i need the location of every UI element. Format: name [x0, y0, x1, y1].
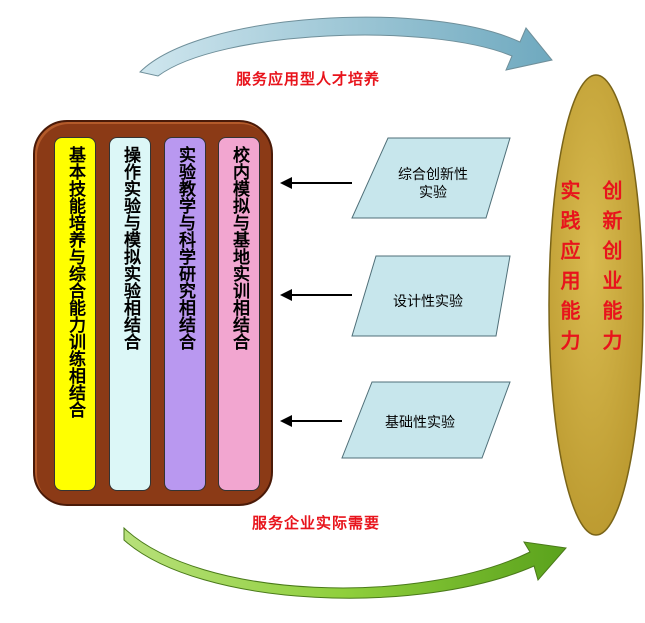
column-campus-base-training: 校内模拟与基地实训相结合 — [218, 137, 260, 491]
practical-ability-text: 实践应用能力 — [557, 180, 581, 360]
basic-experiment-label: 基础性实验 — [385, 415, 455, 431]
innovative-experiment-line1: 综合创新性 — [398, 167, 468, 183]
bottom-curved-arrow — [123, 526, 567, 599]
arrow-innovative-to-panel — [280, 177, 352, 189]
column-operation-simulation-text: 操作实验与模拟实验相结合 — [120, 146, 140, 350]
bottom-caption: 服务企业实际需要 — [252, 514, 381, 532]
arrow-basic-to-panel — [280, 415, 342, 427]
innovative-experiment-line2: 实验 — [419, 185, 447, 201]
column-basic-skills-text: 基本技能培养与综合能力训练相结合 — [65, 146, 85, 418]
top-curved-arrow — [139, 16, 553, 77]
column-campus-base-training-text: 校内模拟与基地实训相结合 — [229, 146, 249, 350]
capability-ellipse — [548, 74, 644, 536]
column-basic-skills: 基本技能培养与综合能力训练相结合 — [54, 137, 96, 491]
column-teaching-research: 实验教学与科学研究相结合 — [164, 137, 206, 491]
top-caption: 服务应用型人才培养 — [236, 70, 381, 88]
design-experiment-label: 设计性实验 — [393, 294, 463, 310]
parallelogram-innovative-experiment — [351, 137, 511, 219]
parallelogram-basic-experiment — [341, 381, 511, 459]
arrow-design-to-panel — [280, 289, 352, 301]
column-operation-simulation: 操作实验与模拟实验相结合 — [109, 137, 151, 491]
innovative-experiment-label: 综合创新性 实验 — [388, 166, 478, 202]
innovation-ability-text: 创新创业能力 — [599, 180, 623, 360]
parallelogram-design-experiment — [351, 255, 511, 337]
column-teaching-research-text: 实验教学与科学研究相结合 — [175, 146, 195, 350]
